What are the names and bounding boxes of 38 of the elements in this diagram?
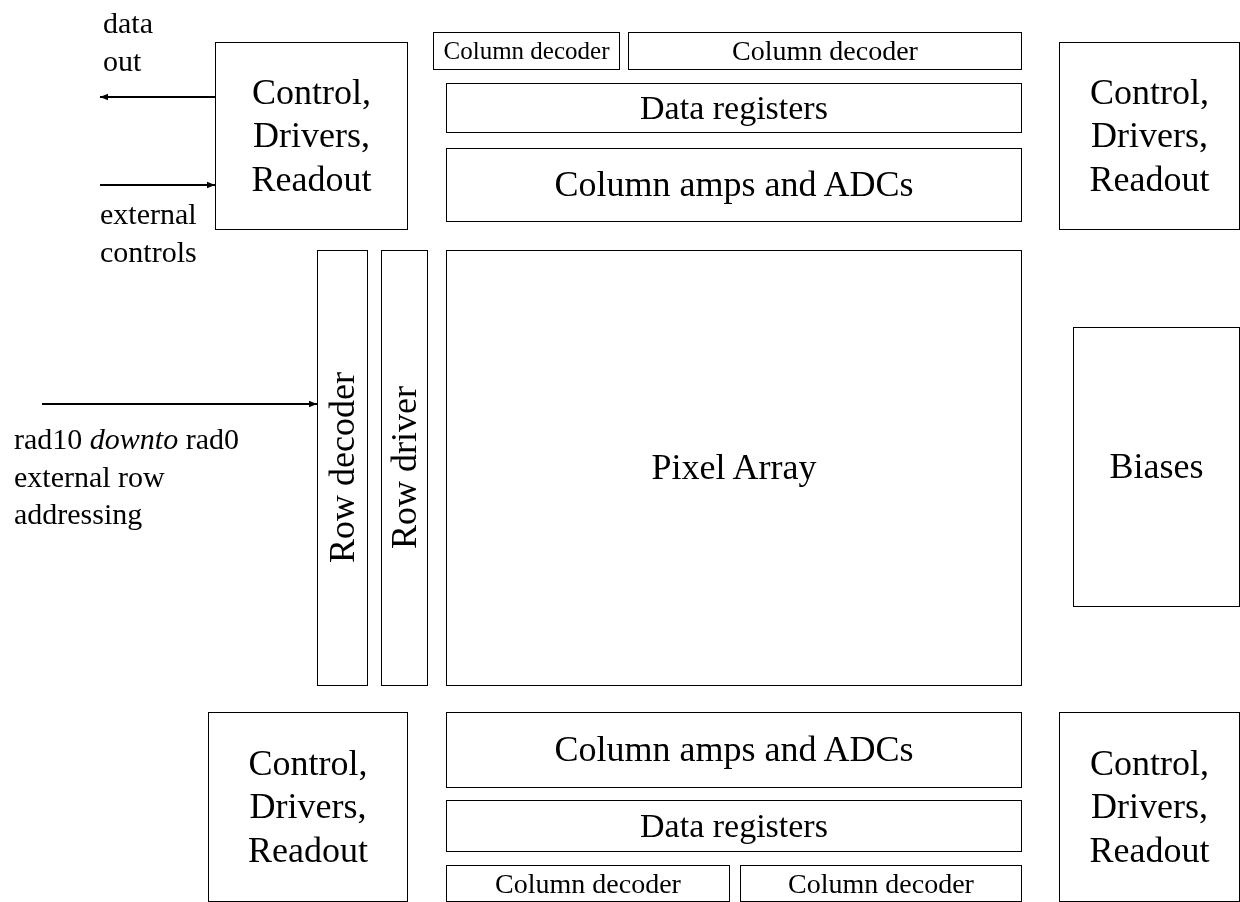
block-box: [433, 32, 620, 70]
block-box: [446, 83, 1022, 133]
block-label: Row driver: [382, 385, 425, 552]
block-box: [1073, 327, 1240, 607]
annotation-text: data out: [103, 5, 154, 79]
block-label: Data registers: [639, 805, 829, 846]
block-label: Control, Drivers, Readout: [250, 71, 373, 201]
block-label: Column amps and ADCs: [553, 728, 915, 772]
block-box: [628, 32, 1022, 70]
block-box: [1059, 712, 1240, 902]
block-box: [446, 148, 1022, 222]
block-box: [381, 250, 428, 686]
block-label: Control, Drivers, Readout: [1088, 71, 1211, 201]
arrow: [99, 181, 216, 189]
block-label: Column decoder: [731, 34, 919, 68]
block-box: [215, 42, 408, 230]
arrow: [41, 400, 318, 408]
block-label: Data registers: [639, 87, 829, 128]
block-box: [446, 250, 1022, 686]
block-box: [317, 250, 368, 686]
block-label: Column amps and ADCs: [553, 163, 915, 207]
block-box: [446, 865, 730, 902]
block-box: [740, 865, 1022, 902]
annotation-text: rad10 downto rad0 external row addressing: [14, 421, 240, 532]
block-label: Column decoder: [442, 36, 611, 66]
block-label: Column decoder: [494, 866, 682, 901]
block-label: Row decoder: [320, 371, 363, 566]
block-label: Biases: [1108, 445, 1205, 489]
block-box: [208, 712, 408, 902]
annotation-text: external controls: [100, 196, 198, 270]
block-label: Control, Drivers, Readout: [1088, 742, 1211, 872]
block-box: [446, 712, 1022, 788]
block-label: Column decoder: [787, 866, 975, 901]
arrow: [99, 93, 216, 101]
block-box: [1059, 42, 1240, 230]
block-box: [446, 800, 1022, 852]
block-label: Pixel Array: [650, 446, 818, 490]
block-label: Control, Drivers, Readout: [247, 742, 369, 872]
